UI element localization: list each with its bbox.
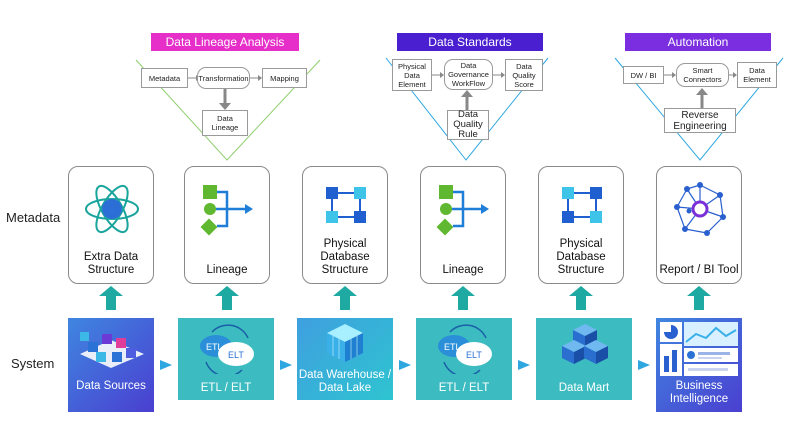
tile-label: ETL / ELT [438,382,490,394]
flow-physical-data-element-box: Physical Data Element [392,59,432,91]
data-sources-icon [80,332,144,368]
automation-funnel [614,57,784,161]
banner-label: Data Standards [428,35,512,49]
card-label: Lineage [206,264,248,276]
card-physical-database-structure: Physical Database Structure [538,166,624,284]
row-label-system: System [11,356,55,371]
up-arrow-icon [99,286,123,310]
flow-smart-connectors-box: Smart Connectors [676,63,729,87]
lineage-icon [185,181,269,237]
dashboard-icon [660,322,738,376]
up-arrow-icon [333,286,357,310]
lineage-funnel [135,59,321,161]
flow-metadata-box: Metadata [141,68,188,88]
right-arrow-icon [160,360,172,370]
atom-icon [69,181,153,237]
cubes-icon [562,324,608,364]
up-arrow-icon [569,286,593,310]
database-structure-icon [303,177,387,233]
etl-text: ETL [206,342,223,352]
network-icon [657,181,741,237]
card-physical-database-structure: Physical Database Structure [302,166,388,284]
tile-label: ETL / ELT [200,382,252,394]
card-label: Extra Data Structure [83,251,139,276]
card-label: Physical Database Structure [320,238,370,276]
banner-data-standards: Data Standards [397,33,543,51]
right-arrow-icon [638,360,650,370]
tile-business-intelligence: Business Intelligence [656,318,742,412]
card-report-bi-tool: Report / BI Tool [656,166,742,284]
banner-automation: Automation [625,33,771,51]
elt-text: ELT [466,350,482,360]
elt-text: ELT [228,350,244,360]
flow-transformation-box: Transformation [197,67,250,89]
standards-funnel [385,57,549,161]
card-extra-data-structure: Extra Data Structure [68,166,154,284]
etl-text: ETL [444,342,461,352]
card-label: Physical Database Structure [556,238,606,276]
etl-cloud-icon: ETL ELT [200,324,254,374]
flow-data-lineage-box: Data Lineage [202,110,248,136]
card-lineage: Lineage [420,166,506,284]
flow-data-element-box: Data Element [737,62,777,88]
tile-label: Business Intelligence [669,380,729,405]
tile-data-warehouse: Data Warehouse / Data Lake [297,318,393,400]
tile-label: Data Sources [76,380,146,392]
flow-dwbi-box: DW / BI [623,66,664,84]
up-arrow-icon [451,286,475,310]
banner-label: Data Lineage Analysis [165,35,285,49]
flow-quality-rule-box: Data Quality Rule [447,110,489,140]
right-arrow-icon [280,360,292,370]
banner-data-lineage-analysis: Data Lineage Analysis [151,33,299,51]
flow-quality-score-box: Data Quality Score [505,59,543,91]
flow-mapping-box: Mapping [262,68,307,88]
up-arrow-icon [215,286,239,310]
cube-icon [327,324,363,362]
right-arrow-icon [518,360,530,370]
flow-governance-workflow-box: Data Governance WorkFlow [444,59,493,90]
tile-label: Data Warehouse / Data Lake [298,369,392,394]
banner-label: Automation [667,35,729,49]
database-structure-icon [539,177,623,233]
lineage-icon [421,181,505,237]
card-label: Report / BI Tool [659,264,739,276]
tile-data-mart: Data Mart [536,318,632,400]
etl-cloud-icon: ETL ELT [438,324,492,374]
up-arrow-icon [687,286,711,310]
card-lineage: Lineage [184,166,270,284]
tile-label: Data Mart [558,382,610,394]
tile-etl-elt: ETL ELT ETL / ELT [416,318,512,400]
flow-reverse-engineering-box: Reverse Engineering [664,108,736,133]
tile-data-sources: Data Sources [68,318,154,412]
row-label-metadata: Metadata [6,210,61,225]
tile-etl-elt: ETL ELT ETL / ELT [178,318,274,400]
card-label: Lineage [442,264,484,276]
right-arrow-icon [399,360,411,370]
